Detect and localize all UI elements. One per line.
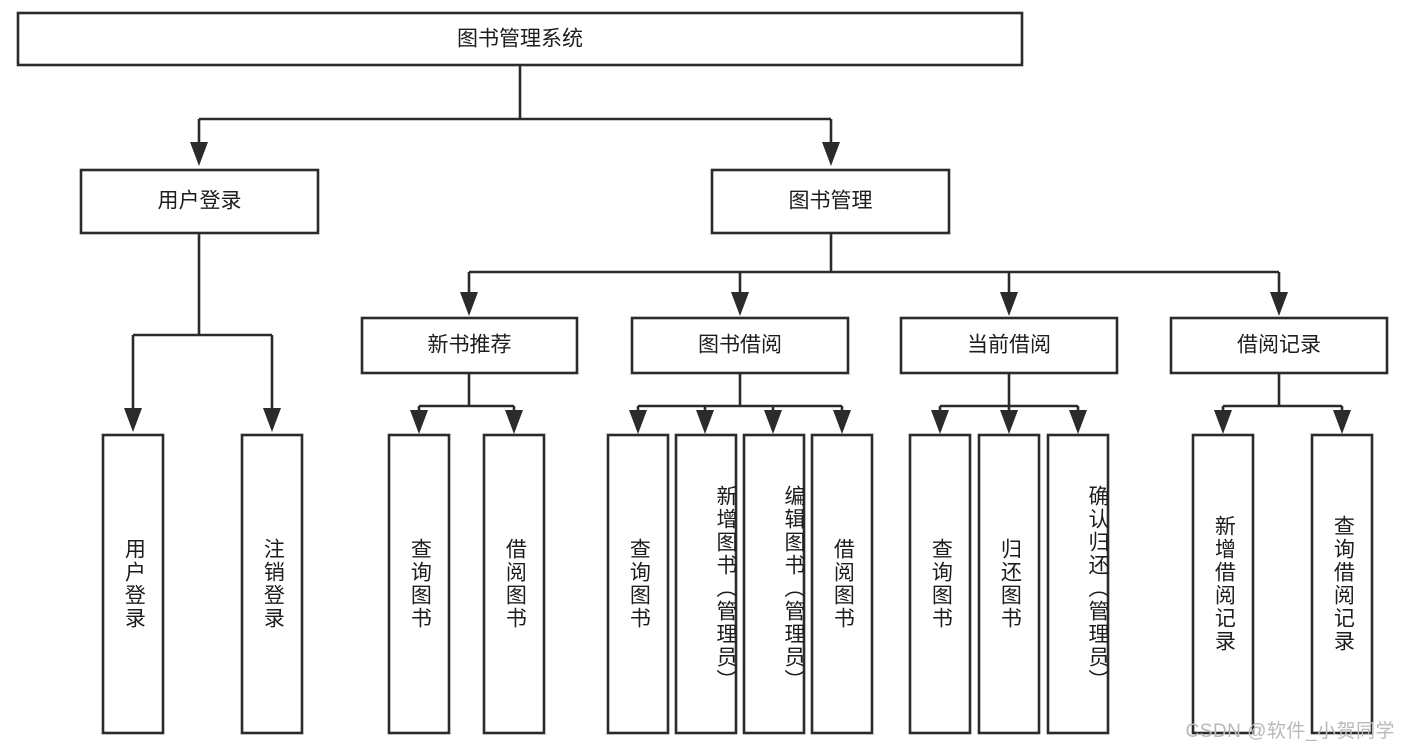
leaf-label-book-borrow-3: 编辑图书（管理员）	[782, 484, 805, 692]
leaf-box-current-borrow-1[interactable]	[908, 433, 972, 735]
arrow-head-bookborrow-4	[833, 410, 851, 434]
leaf-label-book-borrow-1: 查询图书	[627, 538, 651, 630]
leaf-label-current-borrow-1: 查询图书	[929, 538, 953, 630]
node-current-borrow-label: 当前借阅	[967, 334, 1051, 357]
arrow-head-newbook-2	[505, 410, 523, 434]
arrow-head-bookborrow-3	[764, 410, 782, 434]
arrow-head-bookborrow-1	[629, 410, 647, 434]
node-new-book-label: 新书推荐	[428, 334, 512, 357]
leaf-box-book-borrow-4[interactable]	[810, 433, 874, 735]
connector-group-root	[190, 66, 840, 166]
node-user-login-box[interactable]	[79, 168, 320, 235]
node-user-login-label: 用户登录	[158, 190, 242, 213]
node-book-borrow-box[interactable]	[630, 316, 850, 375]
node-new-book-box[interactable]	[360, 316, 579, 375]
arrow-head-bookborrow-2	[696, 410, 714, 434]
node-borrow-record-label: 借阅记录	[1237, 334, 1321, 357]
arrow-head-userlogin-2	[263, 408, 281, 432]
leaf-label-book-borrow-2: 新增图书（管理员）	[714, 484, 737, 692]
leaf-label-current-borrow-3: 确认归还（管理员）	[1086, 484, 1109, 692]
connector-group-book-borrow	[629, 374, 851, 434]
connector-group-user-login	[124, 234, 281, 432]
node-current-borrow-box[interactable]	[899, 316, 1119, 375]
arrow-head-bookmanage-3	[1000, 292, 1018, 316]
node-root-label: 图书管理系统	[457, 28, 583, 51]
leaf-box-book-borrow-1[interactable]	[606, 433, 670, 735]
connector-group-current-borrow	[931, 374, 1087, 434]
connector-group-borrow-record	[1214, 374, 1351, 434]
leaf-box-book-borrow-2[interactable]	[674, 433, 738, 735]
leaf-label-current-borrow-2: 归还图书	[998, 538, 1022, 630]
node-book-manage-box[interactable]	[710, 168, 951, 235]
arrow-head-borrowrecord-2	[1333, 410, 1351, 434]
node-book-borrow-label: 图书借阅	[698, 334, 782, 357]
leaf-label-borrow-record-1: 新增借阅记录	[1212, 515, 1236, 653]
node-root-box[interactable]	[16, 11, 1024, 67]
leaf-box-book-borrow-3[interactable]	[742, 433, 806, 735]
leaf-label-book-borrow-4: 借阅图书	[831, 538, 855, 630]
leaf-box-new-book-2[interactable]	[482, 433, 546, 735]
leaf-label-new-book-1: 查询图书	[408, 538, 432, 630]
arrow-head-currentborrow-3	[1069, 410, 1087, 434]
arrow-head-bookmanage-1	[460, 292, 478, 316]
leaf-box-current-borrow-2[interactable]	[977, 433, 1041, 735]
arrow-head-root-1	[190, 142, 208, 166]
leaf-label-borrow-record-2: 查询借阅记录	[1331, 515, 1355, 653]
leaf-box-user-login-1[interactable]	[101, 433, 165, 735]
arrow-head-newbook-1	[410, 410, 428, 434]
node-borrow-record-box[interactable]	[1169, 316, 1389, 375]
arrow-head-currentborrow-1	[931, 410, 949, 434]
connector-group-book-manage	[460, 234, 1288, 316]
leaf-label-user-login-2: 注销登录	[261, 538, 285, 630]
leaf-box-current-borrow-3[interactable]	[1046, 433, 1110, 735]
arrow-head-currentborrow-2	[1000, 410, 1018, 434]
arrow-head-bookmanage-2	[731, 292, 749, 316]
arrow-head-borrowrecord-1	[1214, 410, 1232, 434]
node-book-manage-label: 图书管理	[789, 190, 873, 213]
leaf-box-borrow-record-2[interactable]	[1310, 433, 1374, 735]
leaf-label-user-login-1: 用户登录	[122, 538, 146, 630]
leaf-box-borrow-record-1[interactable]	[1191, 433, 1255, 735]
arrow-head-root-2	[822, 142, 840, 166]
leaf-box-new-book-1[interactable]	[387, 433, 451, 735]
connector-group-new-book	[410, 374, 523, 434]
leaf-label-new-book-2: 借阅图书	[503, 538, 527, 630]
arrow-head-bookmanage-4	[1270, 292, 1288, 316]
leaf-box-user-login-2[interactable]	[240, 433, 304, 735]
arrow-head-userlogin-1	[124, 408, 142, 432]
